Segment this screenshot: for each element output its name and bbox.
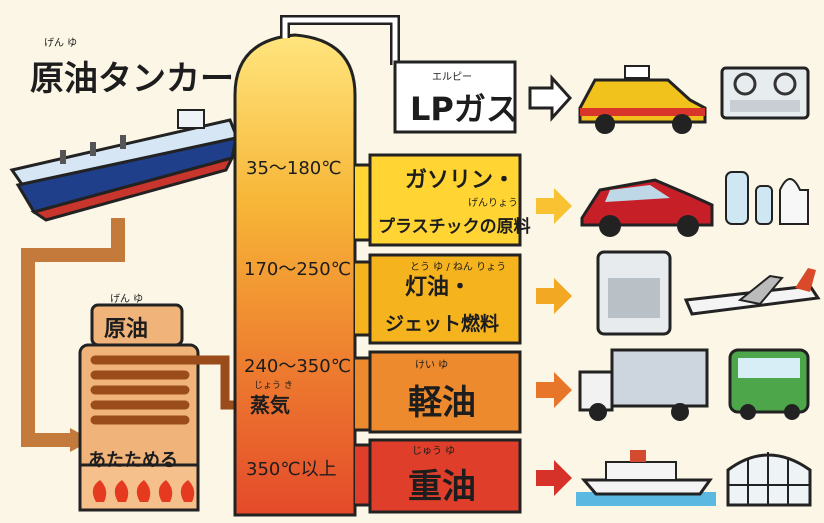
arrow-lpg-icon [528,74,573,122]
arrow-light-oil-icon [536,372,572,408]
temp-label: 170～250℃ [244,259,351,280]
arrow-gasoline-icon [536,188,572,224]
taxi-icon [578,65,707,134]
page-title: 原油タンカー [30,59,234,99]
product-lpg: エルピー LPガス [393,60,518,134]
greenhouse-icon [726,452,812,507]
temp-label: 35～180℃ [246,158,341,179]
crude-label: 原油 [104,317,148,342]
airplane-icon [683,268,821,316]
svg-text:灯油・: 灯油・ [405,275,471,300]
heat-label: あたためる [88,450,178,471]
crude-pipe [21,218,125,447]
car-icon [580,178,714,237]
bus-icon [728,348,810,420]
distillation-tower [233,33,357,517]
tanker-icon [9,109,241,222]
title-ruby: げん ゆ [44,37,77,49]
svg-text:とう ゆ / ねん りょう: とう ゆ / ねん りょう [410,261,506,273]
steam-ruby-label: じょう き [254,380,293,391]
product-kerosene: とう ゆ / ねん りょう 灯油・ ジェット燃料 [355,253,522,345]
arrow-heavy-oil-icon [536,460,572,496]
product-heavy-oil: じゅう ゆ 重油 [355,438,522,514]
svg-text:プラスチックの原料: プラスチックの原料 [378,216,531,237]
svg-text:軽油: 軽油 [408,383,476,423]
arrow-kerosene-icon [536,278,572,314]
temp-label: 350℃以上 [246,459,337,480]
product-gasoline: ガソリン・ げんりょう プラスチックの原料 [355,153,531,247]
svg-text:けい ゆ: けい ゆ [415,359,448,371]
product-light-oil: けい ゆ 軽油 [355,350,522,434]
steam-label: 蒸気 [250,393,290,417]
bottles-icon [725,171,809,225]
truck-icon [578,348,709,421]
fire-icon [92,480,195,502]
svg-text:重油: 重油 [408,467,476,507]
svg-text:ガソリン・: ガソリン・ [405,168,515,193]
ferry-icon [576,450,716,506]
svg-text:げんりょう: げんりょう [468,197,518,209]
heater-icon [596,250,672,336]
temp-label: 240～350℃ [244,356,351,377]
svg-text:エルピー: エルピー [432,71,472,83]
svg-text:ジェット燃料: ジェット燃料 [385,312,499,335]
svg-text:LPガス: LPガス [410,90,518,128]
crude-ruby: げん ゆ [110,293,143,305]
gas-stove-icon [720,66,810,120]
svg-text:じゅう ゆ: じゅう ゆ [412,445,455,457]
